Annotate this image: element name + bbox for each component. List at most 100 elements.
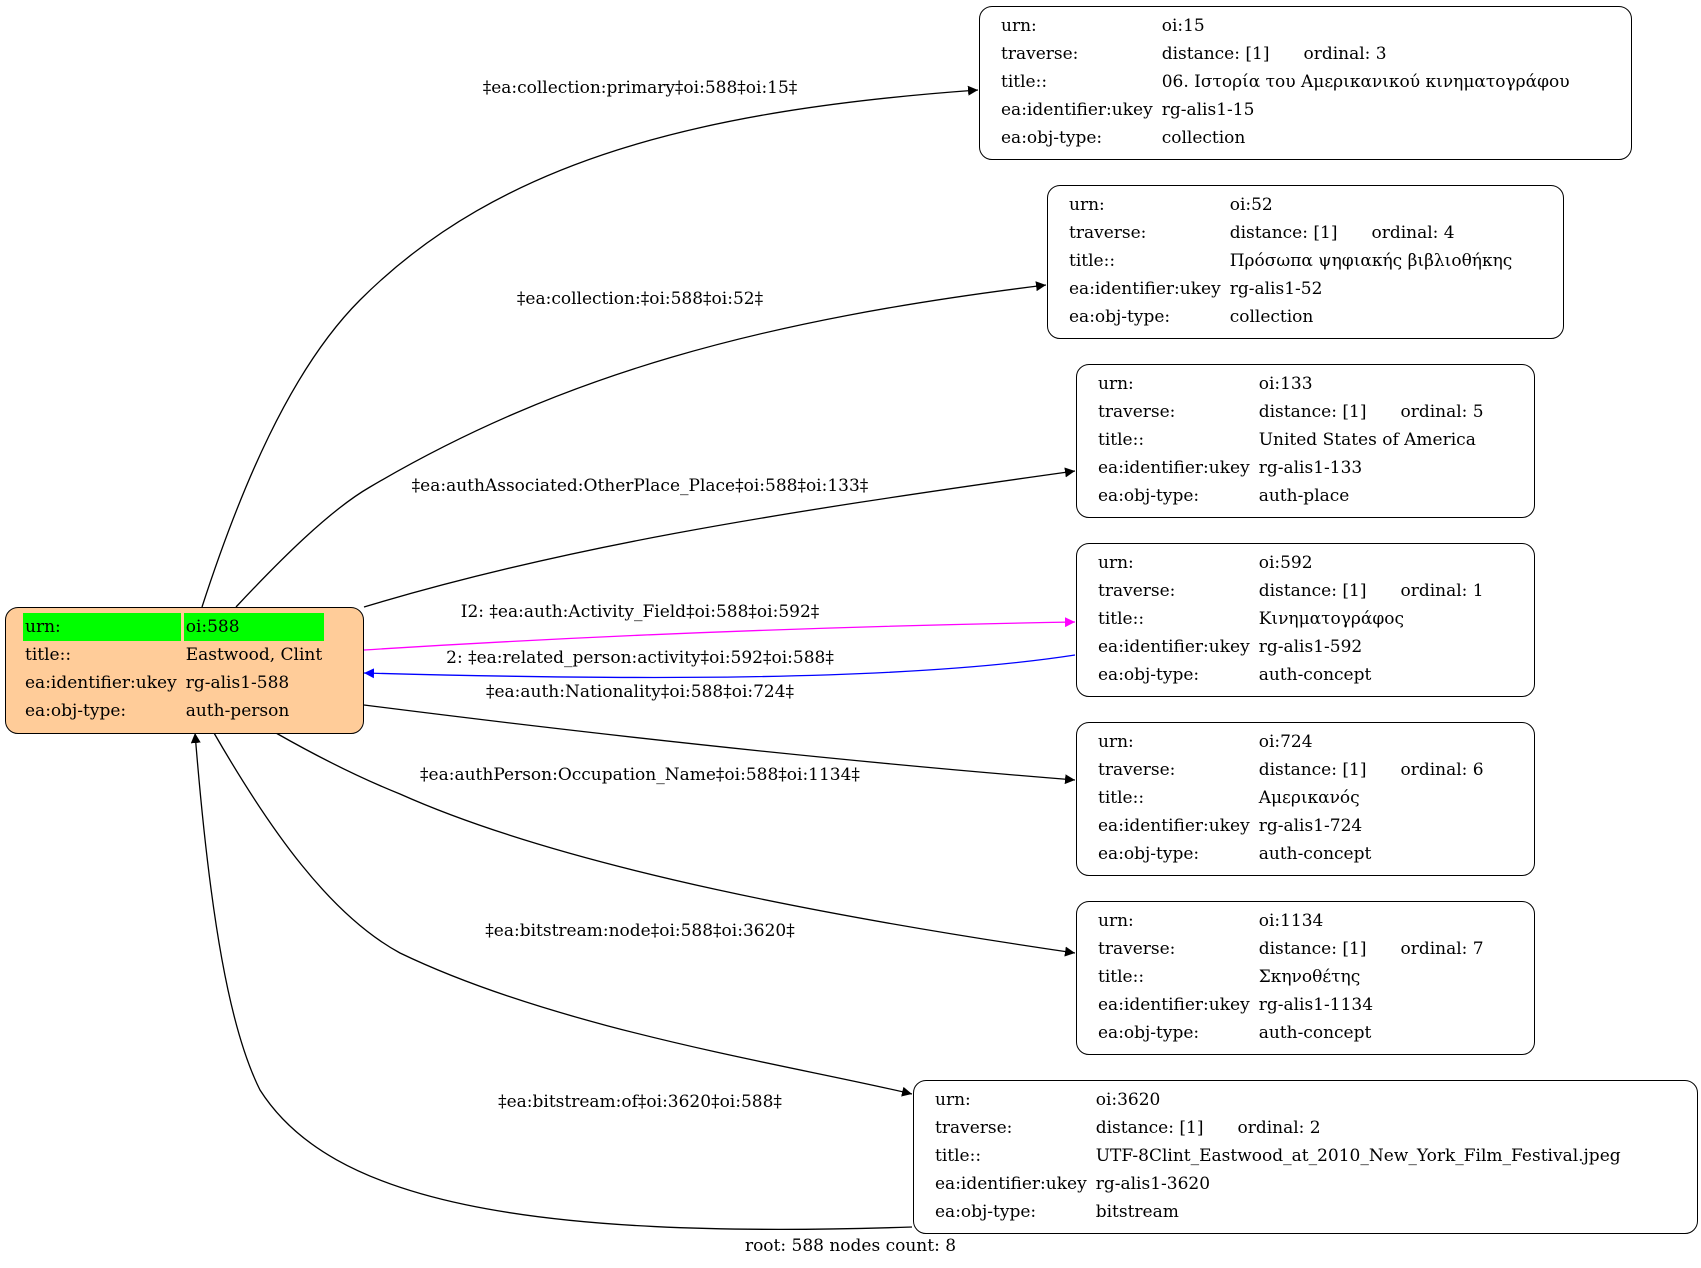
field-value: oi:592: [1257, 549, 1486, 577]
root-row: title::Eastwood, Clint: [23, 641, 324, 669]
ordinal-value: ordinal: 3: [1303, 43, 1387, 64]
edge-oi588-oi592: [363, 617, 1076, 651]
field-key: traverse:: [1069, 222, 1147, 243]
field-key: title::: [1001, 71, 1048, 92]
field-key: title::: [1098, 787, 1145, 808]
root-row: ea:obj-type:auth-person: [23, 697, 324, 725]
field-key: title::: [1098, 608, 1145, 629]
field-key: urn:: [1098, 373, 1134, 394]
ordinal-value: ordinal: 1: [1400, 580, 1484, 601]
node-row: ea:identifier:ukey rg-alis1-133: [1096, 454, 1486, 482]
edge-oi588-oi1134: [275, 732, 1076, 957]
field-key: ea:identifier:ukey: [25, 672, 177, 693]
field-key: ea:identifier:ukey: [1069, 278, 1221, 299]
field-value: UTF-8Clint_Eastwood_at_2010_New_York_Fil…: [1094, 1142, 1623, 1170]
field-value: oi:3620: [1094, 1086, 1623, 1114]
field-value: distance: [1]ordinal: 4: [1228, 219, 1515, 247]
ordinal-value: ordinal: 5: [1400, 401, 1484, 422]
edge-oi588-oi3620: [213, 732, 913, 1097]
field-value: distance: [1]ordinal: 2: [1094, 1114, 1623, 1142]
field-value: oi:724: [1257, 728, 1486, 756]
field-value: rg-alis1-52: [1228, 275, 1515, 303]
field-value: rg-alis1-133: [1257, 454, 1486, 482]
edge-oi588-oi15: [201, 85, 979, 608]
field-key: title::: [935, 1145, 982, 1166]
distance-value: distance: [1]: [1229, 222, 1338, 243]
field-key: ea:identifier:ukey: [1001, 99, 1153, 120]
field-key: traverse:: [1098, 580, 1176, 601]
edge-label-oi3620-oi588: ‡ea:bitstream:of‡oi:3620‡oi:588‡: [498, 1092, 782, 1112]
field-value: Eastwood, Clint: [185, 644, 323, 665]
node-row: ea:obj-type: auth-concept: [1096, 661, 1486, 689]
node-row: ea:obj-type: auth-concept: [1096, 840, 1486, 868]
node-row: ea:identifier:ukey rg-alis1-592: [1096, 633, 1486, 661]
edge-oi588-oi133: [363, 467, 1076, 608]
field-key: ea:identifier:ukey: [1098, 457, 1250, 478]
field-value: 06. Ιστορία του Αμερικανικού κινηματογρά…: [1160, 68, 1572, 96]
field-key: urn:: [1098, 731, 1134, 752]
field-value: bitstream: [1094, 1198, 1623, 1226]
node-row: title::United States of America: [1096, 426, 1486, 454]
field-value: oi:1134: [1257, 907, 1486, 935]
edge-oi3620-oi588: [190, 732, 913, 1230]
field-key: ea:obj-type:: [1001, 127, 1103, 148]
field-value-text: rg-alis1-724: [1258, 815, 1363, 836]
node-row: ea:obj-type:auth-place: [1096, 482, 1486, 510]
field-value-text: oi:133: [1258, 373, 1313, 394]
field-key: traverse:: [1098, 759, 1176, 780]
field-value-text: rg-alis1-3620: [1095, 1173, 1211, 1194]
field-key: urn:: [1098, 910, 1134, 931]
field-value: rg-alis1-3620: [1094, 1170, 1623, 1198]
field-value-text: oi:3620: [1095, 1089, 1161, 1110]
field-key: ea:identifier:ukey: [1098, 815, 1250, 836]
field-value-text: oi:15: [1161, 15, 1205, 36]
node-row: traverse:distance: [1]ordinal: 2: [933, 1114, 1623, 1142]
field-key: traverse:: [1098, 401, 1176, 422]
node-row: urn: oi:724: [1096, 728, 1486, 756]
field-value: distance: [1]ordinal: 7: [1257, 935, 1486, 963]
field-value-text: Αμερικανός: [1258, 787, 1360, 808]
node-row: title::Πρόσωπα ψηφιακής βιβλιοθήκης: [1067, 247, 1514, 275]
field-value: auth-concept: [1257, 840, 1486, 868]
field-value-text: Πρόσωπα ψηφιακής βιβλιοθήκης: [1229, 250, 1513, 271]
field-key: ea:identifier:ukey: [935, 1173, 1087, 1194]
field-key: ea:obj-type:: [1098, 843, 1200, 864]
field-value: auth-place: [1257, 482, 1486, 510]
field-value-text: rg-alis1-52: [1229, 278, 1323, 299]
node-row: ea:identifier:ukey rg-alis1-3620: [933, 1170, 1623, 1198]
footer-caption: root: 588 nodes count: 8: [744, 1236, 957, 1256]
field-value-text: oi:592: [1258, 552, 1313, 573]
field-key: title::: [1098, 966, 1145, 987]
distance-value: distance: [1]: [1258, 401, 1367, 422]
field-value-text: UTF-8Clint_Eastwood_at_2010_New_York_Fil…: [1095, 1145, 1621, 1166]
field-value-text: oi:724: [1258, 731, 1313, 752]
field-value: oi:588: [183, 613, 325, 641]
field-value: rg-alis1-724: [1257, 812, 1486, 840]
field-value-text: auth-concept: [1258, 664, 1372, 685]
field-key: title::: [1069, 250, 1116, 271]
node-row: traverse:distance: [1]ordinal: 7: [1096, 935, 1486, 963]
field-key: ea:identifier:ukey: [1098, 636, 1250, 657]
node-oi133[interactable]: urn: oi:133 traverse: distance: [1] ordinal:…: [1076, 364, 1535, 518]
edge-oi588-oi52: [235, 281, 1047, 608]
node-row: ea:obj-type:bitstream: [933, 1198, 1623, 1226]
field-value: rg-alis1-592: [1257, 633, 1486, 661]
field-key: ea:obj-type:: [1098, 664, 1200, 685]
edge-label-oi588-oi3620: ‡ea:bitstream:node‡oi:588‡oi:3620‡: [485, 921, 795, 941]
field-value: Σκηνοθέτης: [1257, 963, 1486, 991]
field-value-text: Κινηματογράφος: [1258, 608, 1405, 629]
field-key: traverse:: [1001, 43, 1079, 64]
